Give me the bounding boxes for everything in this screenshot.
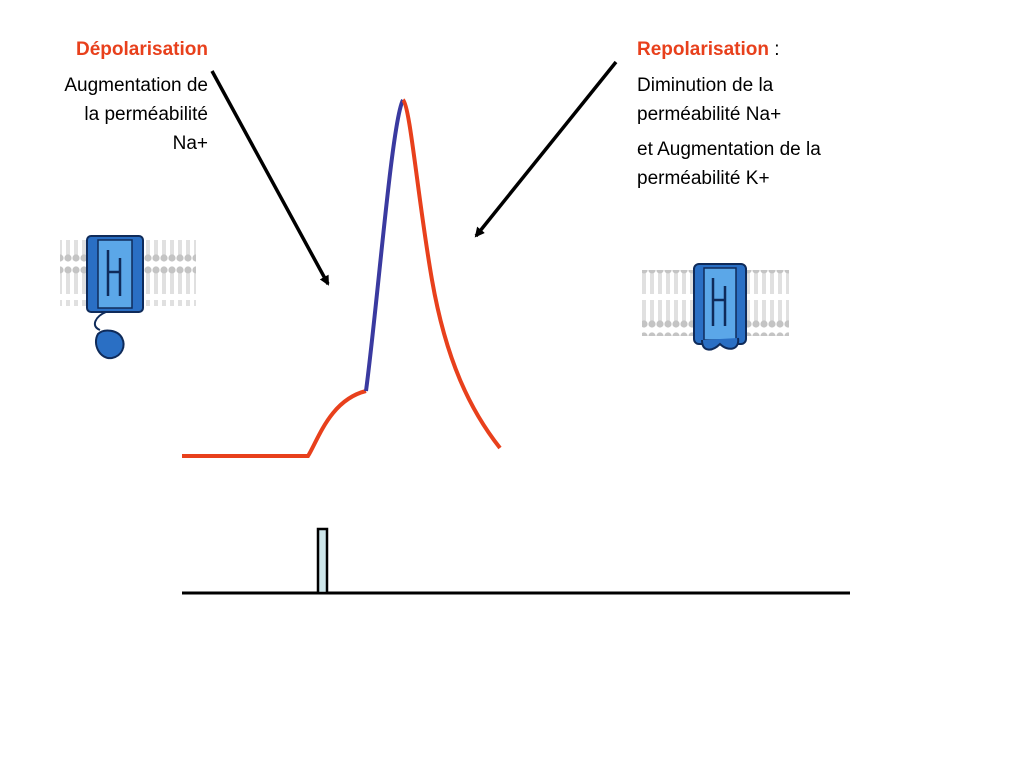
repolarisation-title-colon: : xyxy=(768,39,780,60)
depolarisation-title: Dépolarisation xyxy=(76,39,208,60)
depolarisation-line-2: la perméabilité xyxy=(84,104,208,125)
repolarisation-phase-trace xyxy=(401,98,502,450)
depolarisation-description: Augmentation de la perméabilité Na+ xyxy=(6,71,208,158)
depolarisation-phase-trace xyxy=(364,99,405,392)
depolarisation-label-block: Dépolarisation Augmentation de la perméa… xyxy=(6,37,208,158)
repolarisation-label-block: Repolarisation : Diminution de la perméa… xyxy=(637,37,927,199)
sodium-channel-icon xyxy=(60,235,196,360)
repolarisation-p1-line-1: Diminution de la xyxy=(637,75,774,96)
depolarisation-line-3: Na+ xyxy=(172,133,208,154)
repolarisation-title-line: Repolarisation : xyxy=(637,37,927,63)
resting-potential-trace xyxy=(182,389,367,458)
repolarisation-title: Repolarisation xyxy=(637,39,769,60)
repolarisation-paragraph-1: Diminution de la perméabilité Na+ xyxy=(637,71,927,129)
repolarisation-arrow xyxy=(474,60,618,238)
depolarisation-arrow xyxy=(210,70,330,286)
repolarisation-paragraph-2: et Augmentation de la perméabilité K+ xyxy=(637,135,927,193)
repolarisation-p1-line-2: perméabilité Na+ xyxy=(637,104,782,125)
potassium-channel-icon xyxy=(642,263,789,351)
depolarisation-line-1: Augmentation de xyxy=(64,75,208,96)
stimulus-pulse xyxy=(316,527,329,595)
repolarisation-p2-line-1: et Augmentation de la xyxy=(637,139,821,160)
repolarisation-p2-line-2: perméabilité K+ xyxy=(637,168,770,189)
